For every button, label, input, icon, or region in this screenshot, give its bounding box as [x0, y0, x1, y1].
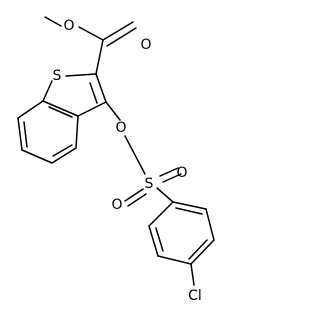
bond-c3-c4 [190, 239, 215, 265]
atom-label-ester-o-methyl: O [63, 18, 74, 34]
atom-label-sulfonyl-s: S [145, 176, 154, 192]
bond-s-o-right-inner [162, 173, 182, 183]
atom-label-ether-o: O [115, 120, 126, 136]
bond-c3-c3a [77, 101, 107, 117]
bond-c2-c3-inner [89, 82, 98, 104]
bond-methyl-o [44, 16, 62, 27]
bond-s-o-left-outer [124, 188, 144, 202]
bond-c6-c5 [21, 149, 53, 164]
bond-s-o-left-inner [127, 193, 147, 207]
bond-s-o-right-outer [159, 167, 179, 177]
atom-label-chlorine: Cl [188, 288, 202, 304]
atom-label-sulfonyl-o-left: O [111, 197, 122, 213]
bond-carbonyl-c2 [95, 39, 104, 75]
bond-c3-c4-inner [188, 239, 208, 260]
bond-c7-c6 [17, 117, 23, 151]
bond-c7a-c3a-inner [48, 106, 73, 118]
bond-c3a-c7a [42, 100, 79, 117]
bond-c7a-c7 [17, 100, 44, 119]
bond-o-s [124, 135, 146, 175]
bond-c2-c3 [205, 208, 215, 241]
bond-c5-c6-inner [155, 227, 164, 252]
bond-carbonyl-double-outer [102, 21, 134, 41]
bond-c3-o [105, 101, 121, 121]
atom-label-ester-o-carbonyl: O [140, 37, 151, 53]
bond-c1-c2-inner [175, 207, 203, 215]
bond-carbonyl-double-inner [106, 27, 137, 47]
bond-c7-c6-inner [23, 121, 28, 148]
atom-label-thiophene-s: S [53, 68, 62, 84]
bond-c6-c1 [148, 201, 174, 227]
bond-c5-c6 [148, 225, 159, 257]
bond-c5-c4 [51, 147, 77, 164]
bond-c4-c3a [75, 115, 79, 149]
bond-s-c1 [156, 187, 174, 203]
bond-s1-c7a [42, 80, 53, 102]
bond-c4-cl [190, 263, 195, 286]
atom-label-sulfonyl-o-right: O [176, 165, 187, 181]
bond-o-carbonyl-c [78, 26, 104, 41]
bond-c1-c2 [172, 201, 207, 210]
bond-c2-s1 [65, 73, 97, 77]
bond-c4-c5 [157, 255, 192, 265]
bond-c2-c3 [95, 73, 107, 103]
chemical-structure: O O S O S O O Cl [17, 16, 215, 304]
bond-c5-c4-inner [52, 144, 73, 157]
